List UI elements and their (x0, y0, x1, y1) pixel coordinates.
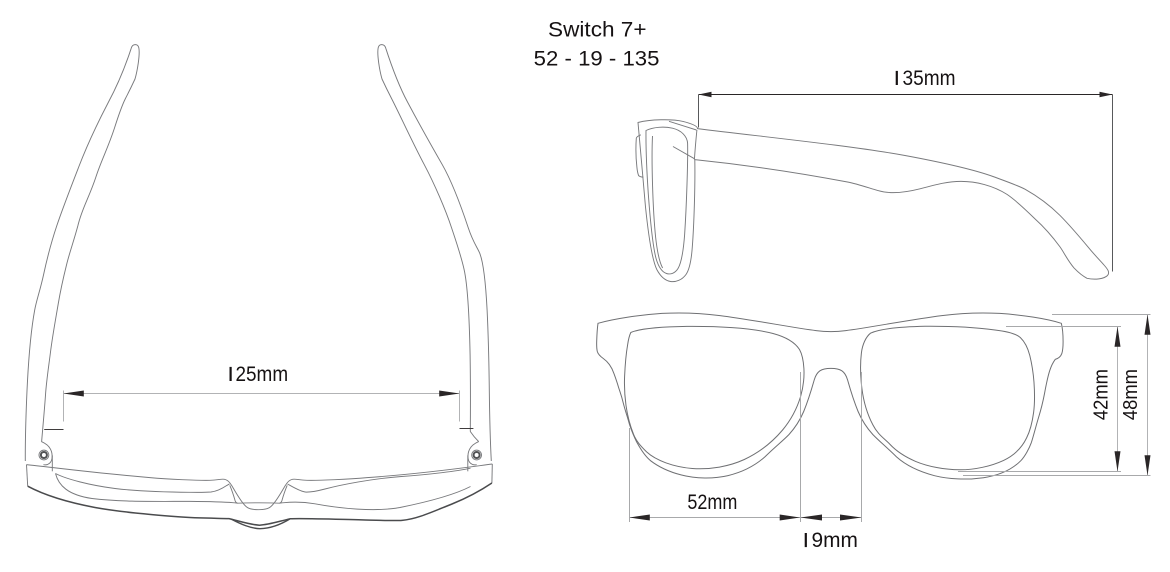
svg-text:48mm: 48mm (1120, 369, 1142, 420)
svg-text:Switch 7+: Switch 7+ (548, 18, 647, 42)
svg-text:52 - 19 - 135: 52 - 19 - 135 (534, 46, 660, 70)
svg-text:35mm: 35mm (903, 67, 956, 90)
svg-text:42mm: 42mm (1091, 369, 1113, 420)
svg-text:9mm: 9mm (812, 529, 858, 552)
svg-text:25mm: 25mm (236, 363, 289, 386)
svg-text:52mm: 52mm (687, 491, 737, 514)
